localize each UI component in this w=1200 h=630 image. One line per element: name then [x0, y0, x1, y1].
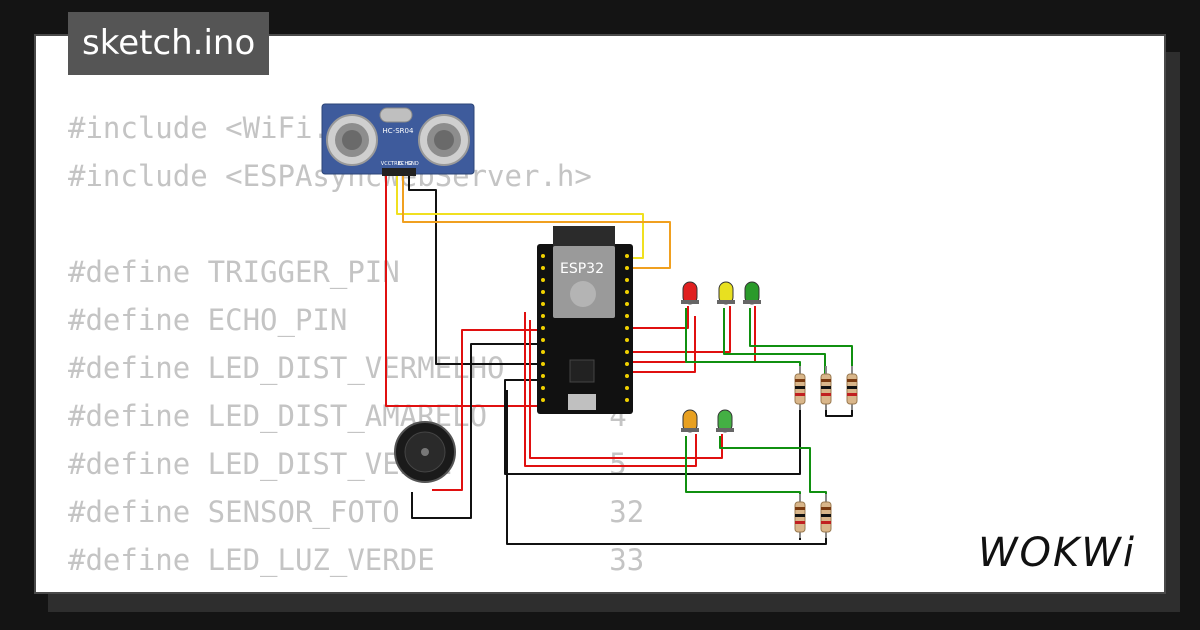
resistor[interactable] [846, 366, 858, 410]
sensor-pin-echo: ECHO [398, 161, 412, 167]
wire-black-res-gnd [504, 379, 801, 475]
wire-green-led2-res [723, 308, 826, 374]
code-line: #define SENSOR_FOTO 32 [68, 495, 645, 529]
led-2[interactable] [717, 281, 735, 305]
wokwi-logo: WOKWi [978, 530, 1136, 576]
sensor-label: HC-SR04 [383, 127, 414, 135]
wire-black-buzzer [411, 343, 540, 519]
buzzer[interactable] [394, 421, 456, 483]
code-line: #define LED_LUZ_VERMELHO 25 [68, 584, 644, 592]
resistor[interactable] [820, 494, 832, 538]
sensor-pin-vcc: VCC [381, 161, 392, 167]
wire-orange-echo [402, 176, 671, 269]
wire-green-led4-res [685, 436, 801, 502]
wire-red-led4b [524, 312, 697, 467]
code-line: #define ECHO_PIN [68, 303, 348, 337]
board-pins-right [625, 254, 629, 402]
sensor-pin-gnd: GND [407, 161, 419, 167]
file-tab[interactable]: sketch.ino [68, 12, 270, 75]
code-line: #define LED_LUZ_VERDE 33 [68, 543, 645, 577]
wire-black-sensor-gnd [408, 176, 540, 365]
led-3[interactable] [743, 281, 761, 305]
resistors [794, 366, 858, 538]
led-1[interactable] [681, 281, 699, 305]
led-5[interactable] [716, 409, 734, 433]
board-label: ESP32 [560, 261, 604, 277]
wires [385, 176, 853, 545]
wire-red-buzzer [432, 329, 540, 491]
wire-green-led1-res [685, 308, 801, 374]
wire-red-led5 [529, 320, 723, 459]
code-line: #define LED_DIST_VERMELHO [68, 351, 505, 385]
wire-red-led4 [625, 316, 696, 373]
board-pins-left [541, 254, 545, 402]
wire-red-led2 [625, 306, 731, 353]
resistor[interactable] [820, 366, 832, 410]
wire-green-led3-res [749, 308, 853, 374]
brand-name: WOKWi [978, 530, 1136, 576]
resistor[interactable] [794, 366, 806, 410]
resistor[interactable] [794, 494, 806, 538]
led-4[interactable] [681, 409, 699, 433]
wire-red-led1 [625, 306, 689, 329]
sensor-pin-trig: TRIG [390, 161, 403, 167]
wire-yellow-trig [396, 176, 644, 259]
wire-red-sensor-vcc [385, 176, 540, 407]
wire-green-led5-res [719, 436, 827, 502]
ultrasonic-sensor[interactable]: HC-SR04 VCC TRIG ECHO GND [321, 103, 475, 176]
code-line: #define TRIGGER_PIN [68, 255, 400, 289]
wire-black-res-gnd2 [825, 408, 853, 417]
esp32-board[interactable]: ESP32 [537, 226, 633, 414]
wire-black-res2-gnd [506, 390, 827, 545]
